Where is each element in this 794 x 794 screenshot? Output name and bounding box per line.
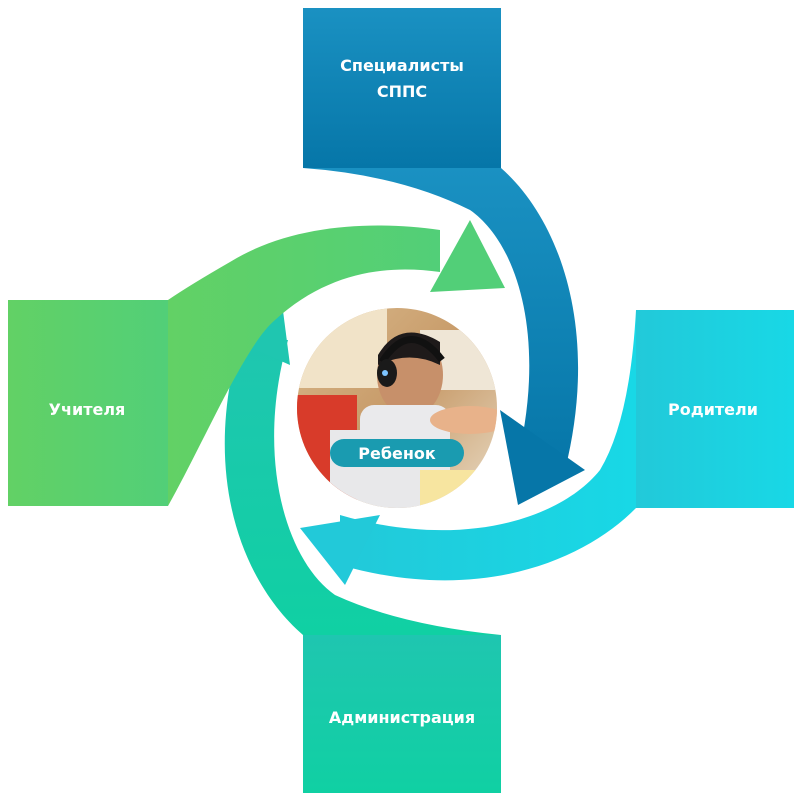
center-badge: Ребенок (330, 439, 464, 467)
right-label: Родители (668, 400, 758, 419)
bottom-label: Администрация (329, 708, 475, 727)
arrow-head-right (300, 515, 380, 585)
top-label-line2: СППС (377, 82, 427, 101)
arrow-head-top (500, 410, 585, 505)
center-label: Ребенок (358, 444, 436, 463)
right-block (300, 310, 794, 585)
top-label-line1: Специалисты (340, 56, 464, 75)
left-label: Учителя (49, 400, 126, 419)
arrow-head-left (430, 220, 505, 292)
top-block (303, 8, 585, 505)
left-block (8, 220, 505, 506)
center-photo: Ребенок (294, 305, 500, 511)
